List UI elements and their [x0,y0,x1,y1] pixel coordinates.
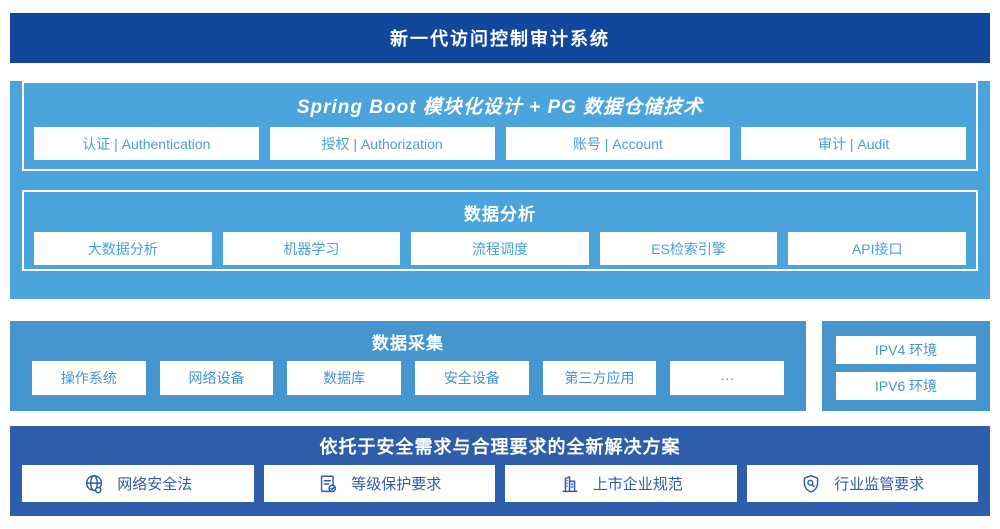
module-big-data-analysis: 大数据分析 [34,232,212,265]
solution-item-classified-protection: 等级保护要求 [263,465,495,502]
page-title: 新一代访问控制审计系统 [390,29,610,49]
solution-row: 网络安全法 等级保护要求 [10,465,990,502]
data-collection-title: 数据采集 [372,333,444,353]
solution-title: 依托于安全需求与合理要求的全新解决方案 [319,436,681,457]
spring-boot-layer: Spring Boot 模块化设计 + PG 数据仓储技术 认证 | Authe… [22,81,978,171]
middle-row: 数据采集 操作系统 网络设备 数据库 安全设备 第三方应用 ··· IPV4 环… [10,321,990,411]
building-icon [559,473,581,495]
source-security-device: 安全设备 [414,361,529,395]
source-third-party-app: 第三方应用 [542,361,657,395]
module-process-scheduling: 流程调度 [411,232,589,265]
title-banner: 新一代访问控制审计系统 [10,13,990,63]
source-ellipsis: ··· [670,361,784,395]
data-analysis-module-row: 大数据分析 机器学习 流程调度 ES检索引擎 API接口 [24,232,976,265]
solution-item-label: 等级保护要求 [351,476,442,493]
solution-section: 依托于安全需求与合理要求的全新解决方案 网络安全法 [10,426,990,516]
module-machine-learning: 机器学习 [222,232,401,265]
environment-section: IPV4 环境 IPV6 环境 [822,321,990,411]
source-network-device: 网络设备 [159,361,274,395]
platform-section: Spring Boot 模块化设计 + PG 数据仓储技术 认证 | Authe… [10,81,990,299]
document-check-icon [317,473,339,495]
module-authentication: 认证 | Authentication [34,127,259,160]
spring-boot-module-row: 认证 | Authentication 授权 | Authorization 账… [24,127,976,160]
solution-item-label: 行业监管要求 [834,476,925,493]
globe-icon [83,473,105,495]
data-analysis-layer-title: 数据分析 [464,204,536,224]
module-account: 账号 | Account [505,127,731,160]
data-analysis-layer: 数据分析 大数据分析 机器学习 流程调度 ES检索引擎 API接口 [22,190,978,271]
solution-item-listed-company: 上市企业规范 [505,465,737,502]
spring-boot-layer-title: Spring Boot 模块化设计 + PG 数据仓储技术 [296,96,704,118]
env-ipv6: IPV6 环境 [836,372,976,400]
module-authorization: 授权 | Authorization [269,127,495,160]
module-api-interface: API接口 [788,232,966,265]
module-es-search-engine: ES检索引擎 [599,232,778,265]
solution-item-cybersecurity-law: 网络安全法 [22,465,254,502]
solution-item-industry-regulation: 行业监管要求 [746,465,978,502]
env-ipv4: IPV4 环境 [836,336,976,364]
source-operating-system: 操作系统 [32,361,146,395]
data-collection-row: 操作系统 网络设备 数据库 安全设备 第三方应用 ··· [10,361,806,395]
shield-search-icon [800,473,822,495]
source-database: 数据库 [287,361,401,395]
module-audit: 审计 | Audit [741,127,966,160]
data-collection-section: 数据采集 操作系统 网络设备 数据库 安全设备 第三方应用 ··· [10,321,806,411]
solution-item-label: 上市企业规范 [592,476,683,493]
solution-item-label: 网络安全法 [117,476,193,493]
